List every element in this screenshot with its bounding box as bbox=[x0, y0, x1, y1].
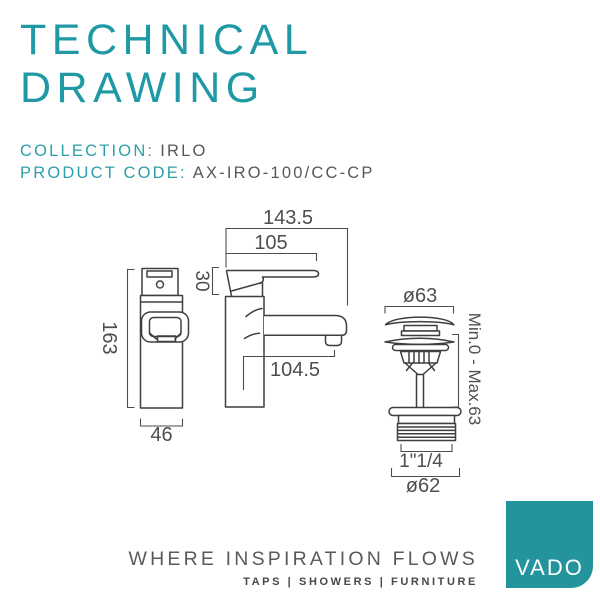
waste-thread-lines bbox=[396, 426, 457, 438]
waste-clamp-comb-lines bbox=[408, 351, 430, 364]
dim-top-diameter-bracket bbox=[384, 305, 455, 314]
front-handle-indicator-dot bbox=[155, 280, 165, 289]
dim-adjustment-label: Min.0 - Max.63 bbox=[465, 313, 484, 425]
dim-width-bracket bbox=[139, 418, 184, 427]
tap-side-view: 143.5 105 30 104.5 bbox=[191, 207, 349, 408]
dim-thread-label: 1"1/4 bbox=[399, 451, 443, 472]
dim-lever-reach-lines bbox=[225, 252, 318, 262]
waste-neck-lower bbox=[400, 330, 441, 337]
waste-bottom-flange bbox=[388, 406, 462, 417]
dim-base-diameter-label: ø62 bbox=[406, 475, 440, 497]
product-code-row: PRODUCT CODE: AX-IRO-100/CC-CP bbox=[20, 162, 375, 184]
collection-value: IRLO bbox=[160, 142, 208, 160]
dim-base-diameter-bracket bbox=[390, 467, 461, 478]
dim-height-bracket bbox=[126, 268, 135, 409]
waste-clamp-body bbox=[399, 350, 442, 364]
dim-adjustment-bracket bbox=[451, 333, 460, 408]
front-spout-detail-lines bbox=[148, 332, 182, 340]
dim-thread-bracket bbox=[400, 443, 453, 453]
page-title-line2: DRAWING bbox=[20, 64, 265, 112]
dim-spout-reach-lines bbox=[242, 349, 336, 391]
front-handle-tip bbox=[146, 270, 173, 278]
dim-top-diameter-label: ø63 bbox=[403, 285, 437, 307]
waste-top-flange bbox=[384, 337, 455, 346]
basin-waste-view: ø63 1"1/4 ø62 Min.0 - Max.63 bbox=[384, 285, 484, 497]
waste-lower-body bbox=[397, 414, 456, 425]
vado-logo-wordmark: VADO bbox=[515, 555, 584, 580]
dim-height-label: 163 bbox=[98, 321, 120, 354]
brand-tagline: WHERE INSPIRATION FLOWS bbox=[128, 548, 478, 570]
tap-front-view: 163 46 bbox=[98, 267, 190, 446]
side-cartridge-outline bbox=[225, 270, 264, 297]
dim-width-label: 46 bbox=[150, 424, 172, 446]
page-title-line1: TECHNICAL bbox=[20, 16, 314, 64]
side-body-outline bbox=[224, 295, 265, 408]
dim-overall-depth-lines bbox=[225, 227, 349, 306]
vado-logo: VADO bbox=[506, 501, 593, 588]
collection-label: COLLECTION: bbox=[20, 142, 155, 160]
waste-dome-cap bbox=[384, 316, 455, 326]
waste-clamp-struts bbox=[404, 362, 437, 376]
dim-overall-depth-label: 143.5 bbox=[263, 207, 313, 229]
waste-stem bbox=[415, 373, 425, 409]
waste-seal-disc bbox=[391, 343, 450, 352]
collection-row: COLLECTION: IRLO bbox=[20, 140, 375, 162]
side-spout-outline bbox=[264, 314, 348, 347]
dim-lever-height-label: 30 bbox=[191, 270, 212, 291]
side-spout-fillet-curves bbox=[243, 307, 263, 340]
waste-neck-upper bbox=[403, 324, 438, 332]
brand-categories: TAPS | SHOWERS | FURNITURE bbox=[243, 576, 478, 588]
technical-drawing-canvas: 163 46 143.5 105 30 bbox=[98, 207, 484, 497]
page-title: TECHNICAL DRAWING bbox=[20, 16, 313, 112]
dim-lever-reach-label: 105 bbox=[254, 232, 287, 254]
dim-spout-reach-label: 104.5 bbox=[270, 359, 320, 381]
product-code-value: AX-IRO-100/CC-CP bbox=[192, 164, 375, 182]
dim-lever-height-bracket bbox=[211, 266, 220, 296]
product-code-label: PRODUCT CODE: bbox=[20, 164, 187, 182]
side-lever-outline bbox=[226, 269, 320, 278]
product-meta: COLLECTION: IRLO PRODUCT CODE: AX-IRO-100/… bbox=[20, 140, 375, 184]
